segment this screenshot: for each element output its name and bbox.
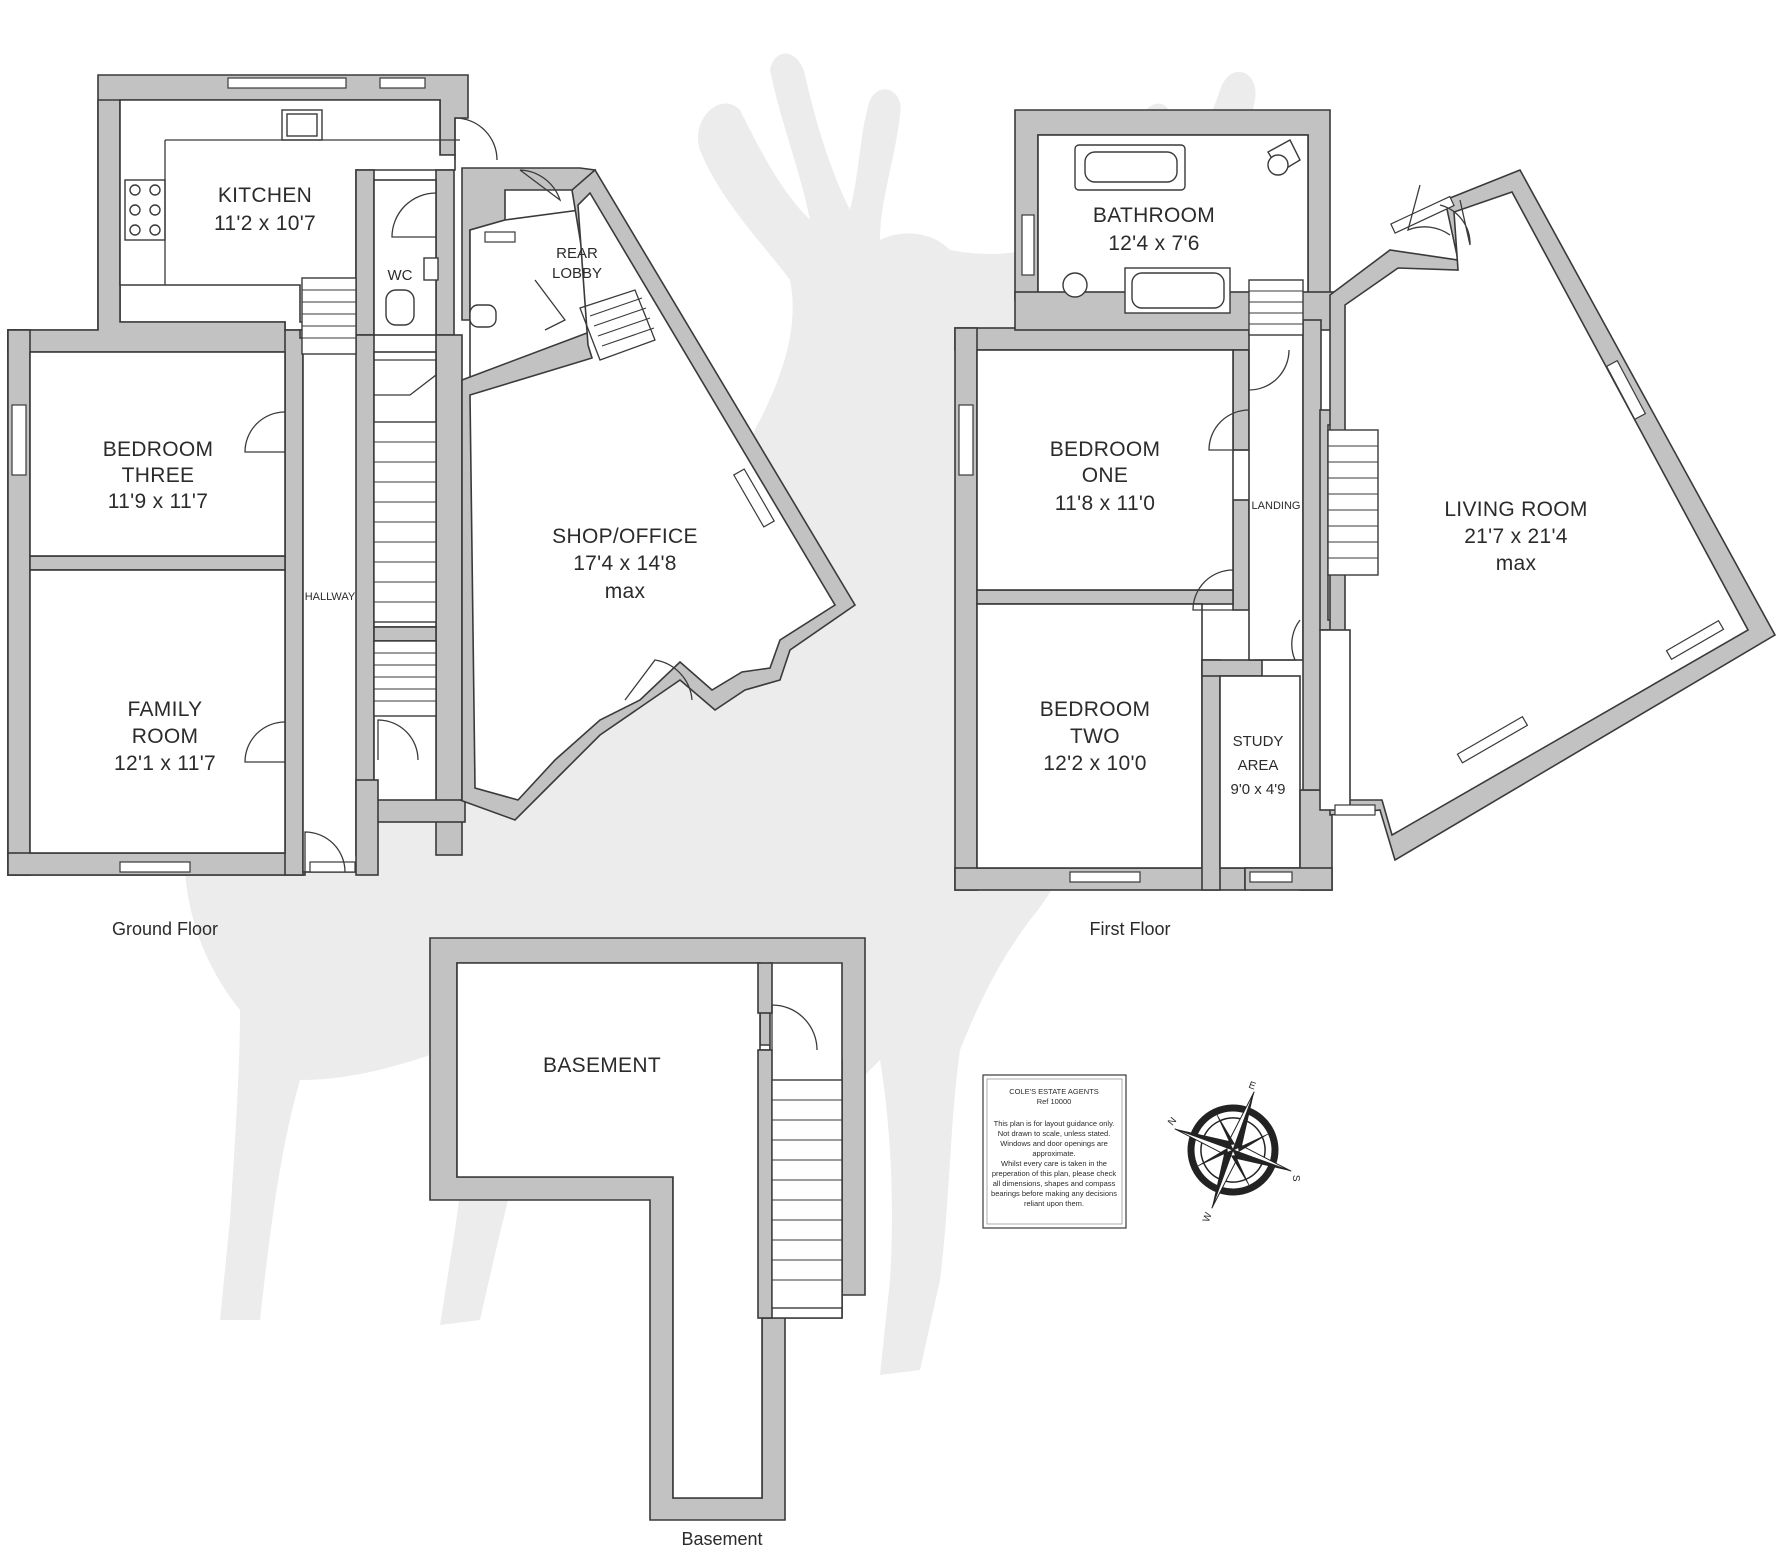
living-room-dims: 21'7 x 21'4	[1464, 525, 1568, 548]
study-area-label-2: AREA	[1238, 757, 1279, 774]
wc-label: WC	[388, 267, 413, 284]
bedroom-two-label-2: TWO	[1070, 725, 1120, 748]
bedroom-two-label-1: BEDROOM	[1040, 698, 1151, 721]
basement-label: BASEMENT	[543, 1054, 661, 1077]
shop-office-label: SHOP/OFFICE	[552, 525, 698, 548]
living-room-note: max	[1496, 552, 1537, 575]
family-room-dims: 12'1 x 11'7	[114, 752, 216, 775]
compass-e: E	[1247, 1080, 1257, 1093]
compass-w: W	[1201, 1211, 1215, 1224]
ground-stairs	[301, 277, 656, 717]
first-floor-caption: First Floor	[1090, 919, 1171, 939]
disclaimer-line: approximate.	[1032, 1149, 1075, 1158]
bedroom-one-label-2: ONE	[1082, 464, 1128, 487]
shop-office-dims: 17'4 x 14'8	[573, 552, 677, 575]
bedroom-one-label-1: BEDROOM	[1050, 438, 1161, 461]
compass-rose-icon: N E S W	[1166, 1080, 1301, 1224]
disclaimer-line: preperation of this plan, please check	[992, 1169, 1116, 1178]
rear-lobby-label-2: LOBBY	[552, 265, 602, 282]
bedroom-two-dims: 12'2 x 10'0	[1043, 752, 1147, 775]
landing-label: LANDING	[1252, 500, 1301, 512]
living-room-label: LIVING ROOM	[1444, 498, 1587, 521]
first-floor-plan	[954, 109, 1777, 891]
first-doors	[1192, 184, 1471, 661]
disclaimer-ref: Ref 10000	[1037, 1097, 1072, 1106]
shop-office-note: max	[605, 580, 646, 603]
bathroom-label: BATHROOM	[1093, 204, 1215, 227]
bathroom-fixtures	[1062, 139, 1301, 314]
ground-floor-caption: Ground Floor	[112, 919, 218, 939]
rear-lobby-label-1: REAR	[556, 245, 598, 262]
kitchen-dims: 11'2 x 10'7	[214, 212, 316, 235]
study-area-dims: 9'0 x 4'9	[1231, 781, 1286, 798]
ground-floor-plan	[7, 74, 857, 876]
bedroom-one-dims: 11'8 x 11'0	[1055, 492, 1155, 515]
basement-plan: BASEMENT Basement	[429, 937, 866, 1549]
kitchen-fixtures	[124, 109, 497, 328]
ground-windows	[11, 77, 776, 873]
compass-s: S	[1290, 1175, 1301, 1182]
disclaimer-box: COLE'S ESTATE AGENTS Ref 10000 This plan…	[982, 1074, 1127, 1229]
family-room-label-1: FAMILY	[128, 698, 203, 721]
disclaimer-line: bearings before making any decisions	[991, 1189, 1117, 1198]
bathroom-dims: 12'4 x 7'6	[1108, 232, 1200, 255]
disclaimer-line: This plan is for layout guidance only.	[994, 1119, 1115, 1128]
first-stairs	[1248, 279, 1379, 576]
first-windows	[958, 195, 1725, 883]
hallway-label: HALLWAY	[305, 591, 356, 603]
basement-caption: Basement	[681, 1529, 762, 1549]
study-area-label-1: STUDY	[1233, 733, 1284, 750]
disclaimer-line: Whilst every care is taken in the	[1001, 1159, 1107, 1168]
disclaimer-line: reliant upon them.	[1024, 1199, 1084, 1208]
kitchen-label: KITCHEN	[218, 184, 312, 207]
bedroom-three-label-1: BEDROOM	[103, 438, 214, 461]
ground-doors	[244, 117, 693, 873]
compass-n: N	[1166, 1115, 1179, 1128]
bedroom-three-label-2: THREE	[122, 464, 195, 487]
disclaimer-line: Windows and door openings are	[1000, 1139, 1108, 1148]
family-room-label-2: ROOM	[132, 725, 199, 748]
first-labels: BATHROOM 12'4 x 7'6 BEDROOM ONE 11'8 x 1…	[1040, 204, 1588, 939]
ground-labels: KITCHEN 11'2 x 10'7 WC REAR LOBBY BEDROO…	[103, 184, 698, 939]
disclaimer-line: Not drawn to scale, unless stated.	[998, 1129, 1111, 1138]
disclaimer-company: COLE'S ESTATE AGENTS	[1009, 1087, 1099, 1096]
bedroom-three-dims: 11'9 x 11'7	[108, 490, 208, 513]
disclaimer-line: all dimensions, shapes and compass	[993, 1179, 1116, 1188]
